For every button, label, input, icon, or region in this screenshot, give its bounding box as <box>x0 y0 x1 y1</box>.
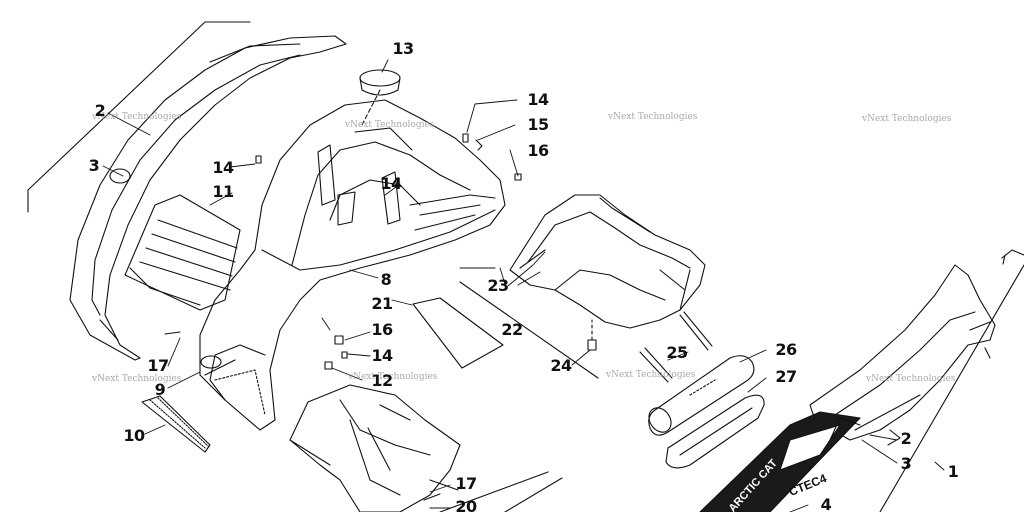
watermark-7: vNext Technologies <box>606 370 696 380</box>
callout-10: 10 <box>123 426 145 445</box>
part-13-cap <box>359 69 401 126</box>
callout-14: 14 <box>380 174 402 193</box>
callout-27: 27 <box>775 367 797 386</box>
callout-25: 25 <box>666 343 688 362</box>
callout-3: 3 <box>88 156 100 175</box>
watermark-8: vNext Technologies <box>866 374 956 384</box>
callout-2: 2 <box>94 101 106 120</box>
part-4-decal <box>699 411 901 512</box>
watermark-3: vNext Technologies <box>608 112 698 122</box>
callout-15: 15 <box>527 115 549 134</box>
part-2-hood-side-panel <box>69 35 347 361</box>
part-23-console <box>509 194 706 329</box>
part-1-side-panel-right <box>809 249 1024 512</box>
callout-13: 13 <box>392 39 414 58</box>
part-21-film <box>412 297 504 369</box>
assembly-bracket-left <box>27 21 251 213</box>
part-11-vent-panel <box>124 194 241 311</box>
callout-9: 9 <box>154 380 166 399</box>
part-25-support-rod <box>639 311 713 383</box>
callout-24: 24 <box>550 356 572 375</box>
callout-20: 20 <box>455 497 477 512</box>
callout-14: 14 <box>371 346 393 365</box>
callout-16: 16 <box>527 141 549 160</box>
part-26-foam-pad <box>648 355 755 436</box>
part-8-nose-cone <box>199 99 506 431</box>
watermark-6: vNext Technologies <box>348 372 438 382</box>
callout-2: 2 <box>900 429 912 448</box>
callout-16: 16 <box>371 320 393 339</box>
callout-23: 23 <box>487 276 509 295</box>
leader-lines <box>102 59 945 512</box>
callout-17: 17 <box>147 356 169 375</box>
part-10-grille-mesh <box>141 395 211 453</box>
watermark-5: vNext Technologies <box>92 374 182 384</box>
callout-26: 26 <box>775 340 797 359</box>
callout-4: 4 <box>820 495 832 512</box>
part-24-fastener <box>587 319 597 351</box>
callout-1: 1 <box>947 462 959 481</box>
callout-3: 3 <box>900 454 912 473</box>
callout-12: 12 <box>371 371 393 390</box>
watermark-4: vNext Technologies <box>862 114 952 124</box>
callout-21: 21 <box>371 294 393 313</box>
callout-17: 17 <box>455 474 477 493</box>
callout-22: 22 <box>501 320 523 339</box>
part-12-lower-bracket <box>289 384 563 512</box>
callout-14: 14 <box>212 158 234 177</box>
callout-8: 8 <box>380 270 392 289</box>
watermark-2: vNext Technologies <box>345 120 435 130</box>
watermark-1: vNext Technologies <box>92 112 182 122</box>
hardware-markers <box>164 133 522 501</box>
part-27-cover <box>665 394 765 469</box>
callout-14: 14 <box>527 90 549 109</box>
callout-11: 11 <box>212 182 234 201</box>
